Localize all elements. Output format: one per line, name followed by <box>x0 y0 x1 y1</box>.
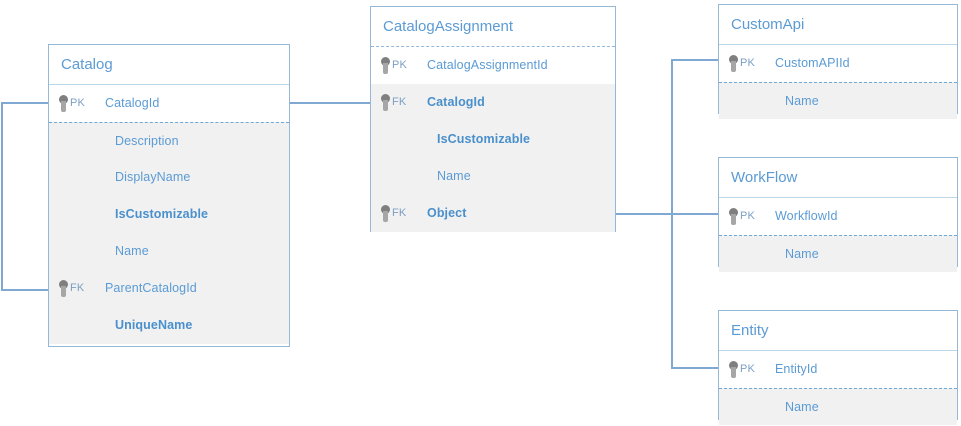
field-name: Object <box>427 206 467 220</box>
key-label: FK <box>392 207 407 219</box>
field-name: Name <box>785 400 819 414</box>
field-row[interactable]: Name <box>719 388 957 425</box>
field-name: Name <box>115 244 149 258</box>
field-row[interactable]: UniqueName <box>49 307 289 344</box>
field-row[interactable]: FK Object <box>371 195 615 232</box>
key-label: PK <box>740 363 756 375</box>
field-name: IsCustomizable <box>115 207 209 221</box>
field-row[interactable]: Name <box>719 235 957 272</box>
key-cell: FK <box>381 195 427 232</box>
key-label: PK <box>740 57 756 69</box>
field-name: IsCustomizable <box>437 132 531 146</box>
field-row[interactable]: FK CatalogId <box>371 84 615 121</box>
key-cell: PK <box>729 351 775 388</box>
field-name: ParentCatalogId <box>105 281 197 295</box>
field-row[interactable]: Name <box>719 82 957 119</box>
primary-key-icon <box>59 95 68 112</box>
entity-title-catalog: Catalog <box>49 45 289 85</box>
field-row[interactable]: PK CatalogAssignmentId <box>371 47 615 84</box>
field-name: Name <box>437 169 471 183</box>
field-row[interactable]: Description <box>49 122 289 159</box>
key-label: PK <box>70 97 86 109</box>
relationship-line-catalogassignment-to-customapi[interactable] <box>616 59 718 215</box>
foreign-key-icon <box>381 205 390 222</box>
key-cell: PK <box>729 198 775 235</box>
field-row[interactable]: PK WorkflowId <box>719 198 957 235</box>
key-label: FK <box>70 282 85 294</box>
field-name: CatalogAssignmentId <box>427 58 548 72</box>
key-cell: PK <box>729 45 775 82</box>
key-label: PK <box>740 210 756 222</box>
key-cell: FK <box>381 84 427 121</box>
entity-title-customapi: CustomApi <box>719 5 957 45</box>
field-name: CatalogId <box>105 96 160 110</box>
field-row[interactable]: IsCustomizable <box>371 121 615 158</box>
primary-key-icon <box>381 57 390 74</box>
primary-key-icon <box>729 361 738 378</box>
field-row[interactable]: DisplayName <box>49 159 289 196</box>
entity-title-entity: Entity <box>719 311 957 351</box>
entity-title-workflow: WorkFlow <box>719 158 957 198</box>
field-row[interactable]: PK EntityId <box>719 351 957 388</box>
primary-key-icon <box>729 55 738 72</box>
field-row[interactable]: Name <box>49 233 289 270</box>
relationship-line-catalogassignment-to-entity[interactable] <box>671 214 718 369</box>
field-name: Description <box>115 134 179 148</box>
field-row[interactable]: IsCustomizable <box>49 196 289 233</box>
key-label: FK <box>392 96 407 108</box>
field-name: CustomAPIId <box>775 56 850 70</box>
key-cell: FK <box>59 270 105 307</box>
field-name: CatalogId <box>427 95 485 109</box>
field-name: DisplayName <box>115 170 191 184</box>
field-name: UniqueName <box>115 318 193 332</box>
relationship-line-catalog-self-reference[interactable] <box>1 102 48 291</box>
key-label: PK <box>392 59 408 71</box>
foreign-key-icon <box>59 280 68 297</box>
entity-title-catalogassignment: CatalogAssignment <box>371 7 615 47</box>
field-name: EntityId <box>775 362 818 376</box>
field-row[interactable]: Name <box>371 158 615 195</box>
key-cell: PK <box>59 85 105 122</box>
field-row[interactable]: PK CustomAPIId <box>719 45 957 82</box>
field-name: WorkflowId <box>775 209 838 223</box>
field-row[interactable]: PK CatalogId <box>49 85 289 122</box>
field-name: Name <box>785 94 819 108</box>
key-cell: PK <box>381 47 427 84</box>
primary-key-icon <box>729 208 738 225</box>
field-row[interactable]: FK ParentCatalogId <box>49 270 289 307</box>
foreign-key-icon <box>381 94 390 111</box>
field-name: Name <box>785 247 819 261</box>
